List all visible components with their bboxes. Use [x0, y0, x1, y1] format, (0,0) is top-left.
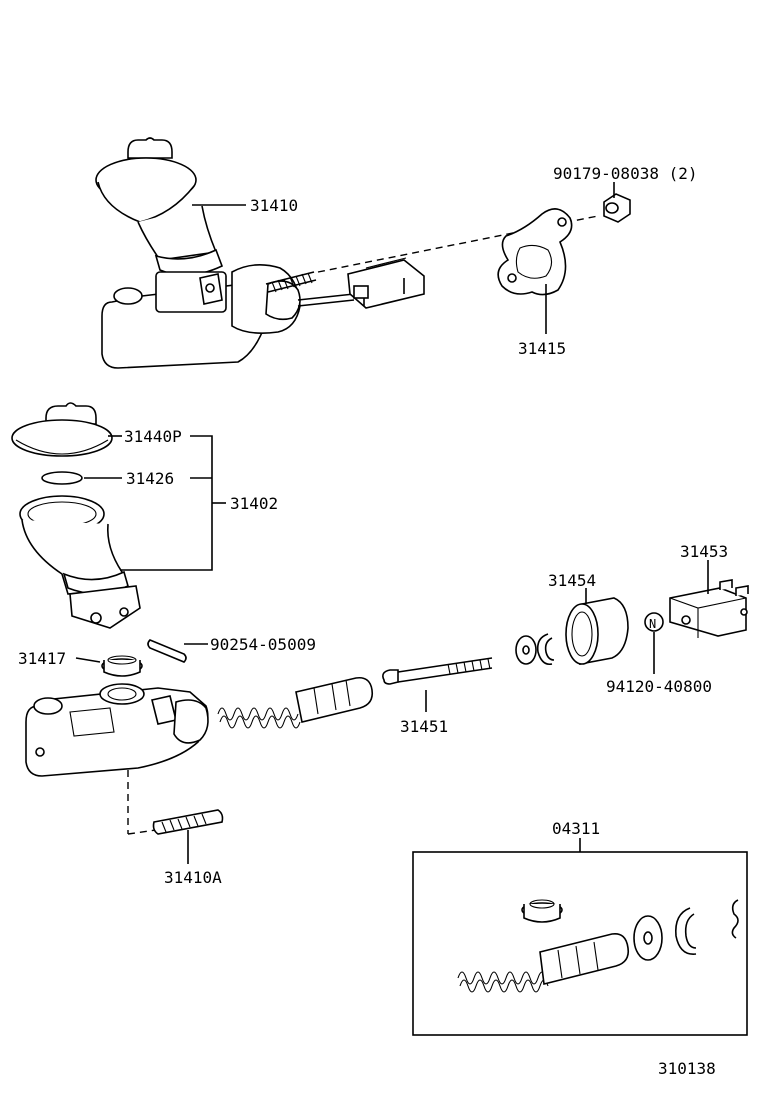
master-cylinder-assembly: [95, 137, 599, 369]
nut-90179: [603, 193, 631, 223]
leader-lines: [75, 182, 709, 864]
cylinder-body: [25, 683, 209, 777]
kit-04311-box: [412, 838, 748, 1036]
new-part-mark: N: [649, 617, 656, 631]
seal-31426: [41, 471, 83, 485]
label-31451: 31451: [400, 717, 448, 736]
label-31453: 31453: [680, 542, 728, 561]
label-31410: 31410: [250, 196, 298, 215]
gasket-31415: [497, 208, 573, 296]
piston-spring: [217, 676, 374, 729]
drawing-number: 310138: [658, 1059, 716, 1078]
label-31415: 31415: [518, 339, 566, 358]
label-90254: 90254-05009: [210, 635, 316, 654]
label-31454: 31454: [548, 571, 596, 590]
reservoir-31402: [19, 495, 141, 629]
label-31402: 31402: [230, 494, 278, 513]
label-04311: 04311: [552, 819, 600, 838]
clevis-31453: [669, 579, 749, 638]
label-31410a: 31410A: [164, 868, 222, 887]
nut-94120: N: [644, 612, 664, 632]
label-31426: 31426: [126, 469, 174, 488]
grommet-31417: [101, 655, 143, 677]
boot-31454: [565, 597, 629, 665]
washer: [515, 635, 537, 665]
label-31440p: 31440P: [124, 427, 182, 446]
label-94120: 94120-40800: [606, 677, 712, 696]
snap-ring: [536, 633, 555, 666]
push-rod-31451: [382, 657, 493, 685]
stud-31410a: [152, 809, 224, 835]
pin-90254: [147, 639, 187, 663]
cap-31440p: [11, 402, 113, 457]
label-90179: 90179-08038 (2): [553, 164, 698, 183]
label-31417: 31417: [18, 649, 66, 668]
